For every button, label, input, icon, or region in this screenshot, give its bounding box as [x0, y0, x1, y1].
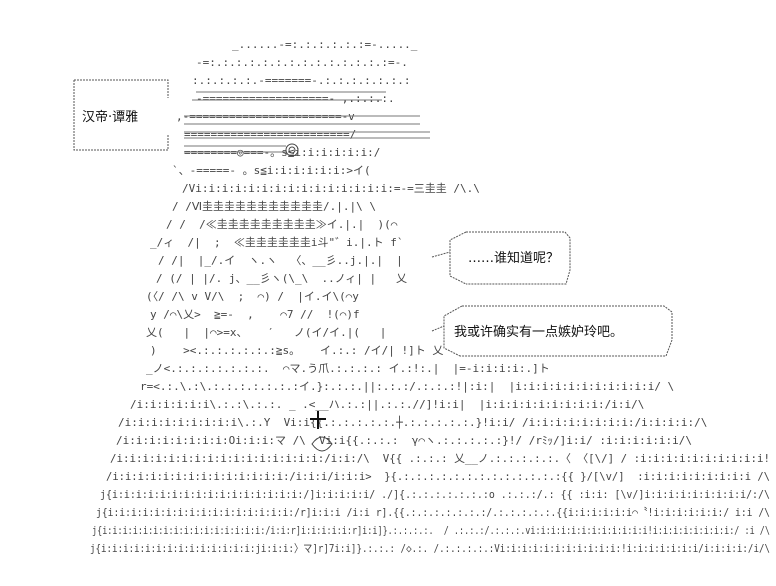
art-row: (〈/ /\ v V/\ ; ⌒) / |イ.イ\(⌒y — [146, 290, 359, 303]
art-row: y /⌒\乂> ≧=- , ⌒7 // !(⌒)f — [150, 308, 360, 321]
art-row: -===================- ,.:.:.:. — [196, 92, 395, 105]
art-row: =========================/ — [184, 128, 356, 141]
art-row: :.:.:.:.:.-=======-.:.:.:.:.:.:.: — [192, 74, 411, 87]
art-row: /i:i:i:i:i:i:i:i:i\.:.Y Vi:i{{.:.:.:.:.:… — [118, 415, 707, 429]
art-row: -=:.:.:.:.:.:.:.:.:.:.:.:.:.:=-. — [196, 56, 408, 69]
art-row: j{i:i:i:i:i:i:i:i:i:i:i:i:i:i:i:i:/]i:i:… — [100, 488, 770, 501]
speech-bubble-1-text: ……谁知道呢？ — [468, 250, 559, 266]
art-row: /i:i:i:i:i:i:i:i:i:i:i:i:i:i:i:i:/i:i:/\… — [110, 452, 770, 465]
ascii-art-rows: _......-=:.:.:.:.:.:=-....._ -=:.:.:.:.:.… — [90, 38, 770, 555]
pendant-icon — [311, 436, 333, 452]
cross-emblem-icon — [310, 411, 326, 429]
art-row: _......-=:.:.:.:.:.:=-....._ — [232, 38, 418, 51]
art-row: j{i:i:i:i:i:i:i:i:i:i:i:i:i:i:i:i:/r]i:i… — [96, 506, 770, 519]
art-row: `、-=====- 。s≦i:i:i:i:i:i:>イ( — [172, 164, 371, 177]
speech-bubble-2-text: 我或许确实有一点嫉妒玲吧。 — [454, 325, 623, 340]
name-box: 汉帝·谭雅 — [73, 79, 169, 151]
art-row: /i:i:i:i:i:i:i:i:Oi:i:i:マ /\ Vi:i{{.:.:.… — [116, 434, 692, 447]
art-row: /i:i:i:i:i:i\.:.:\.:.:. _ .<__ハ.:.:||.:.… — [130, 398, 644, 411]
art-row: /i:i:i:i:i:i:i:i:i:i:i:i:i:i:/i:i:i/i:i:… — [106, 470, 770, 483]
art-row: / /| |_/.イ ヽ.ヽ 〈、__彡..j.|.| | — [158, 254, 403, 267]
hair-ornament-icon — [285, 143, 299, 157]
speech-bubble-2: 我或许确实有一点嫉妒玲吧。 — [431, 305, 673, 357]
hair-hatching — [184, 91, 430, 153]
name-label: 汉帝·谭雅 — [82, 109, 138, 125]
art-row: _ノ<.:.:.:.:.:.:.:. ⌒マ.う爪.:.:.:.: イ.:!:.|… — [146, 362, 550, 375]
art-row: _/ィ /| ; ≪圭圭圭圭圭圭i斗"゛i.|.ト f` — [150, 236, 403, 249]
art-row: j{i:i:i:i:i:i:i:i:i:i:i:i:i:i:i:i:/i:i:r… — [92, 524, 770, 537]
art-row: j{i:i:i:i:i:i:i:i:i:i:i:i:i:i:ji:i:i:〉マ]… — [90, 542, 770, 555]
art-row: ) ><.:.:.:.:.:.:≧s。 イ.:.: /イ/| !]ト 乂 — [150, 344, 443, 357]
name-box-frame — [73, 79, 169, 151]
speech-bubble-2-frame — [431, 305, 673, 357]
art-row: / / /≪圭圭圭圭圭圭圭圭圭≫イ.|.| )(⌒ — [166, 218, 398, 231]
art-row: /Vi:i:i:i:i:i:i:i:i:i:i:i:i:i:i:=-=三圭圭 /… — [182, 182, 480, 195]
art-row: / /Ⅵ圭圭圭圭圭圭圭圭圭圭圭/.|.|\ \ — [172, 200, 376, 213]
speech-bubble-1-frame — [431, 231, 571, 285]
art-row: / (/ | |/. j、__彡ヽ(\_\ ..ノィ| | 乂 — [156, 272, 407, 285]
art-row: r=<.:.\.:\.:.:.:.:.:.:.:イ.}:.:.:.||:.:.:… — [140, 380, 674, 393]
art-row: 乂( | |⌒>=x、 ′ ノ(イ/イ.|( | — [146, 326, 386, 339]
speech-bubble-1: ……谁知道呢？ — [431, 231, 571, 285]
